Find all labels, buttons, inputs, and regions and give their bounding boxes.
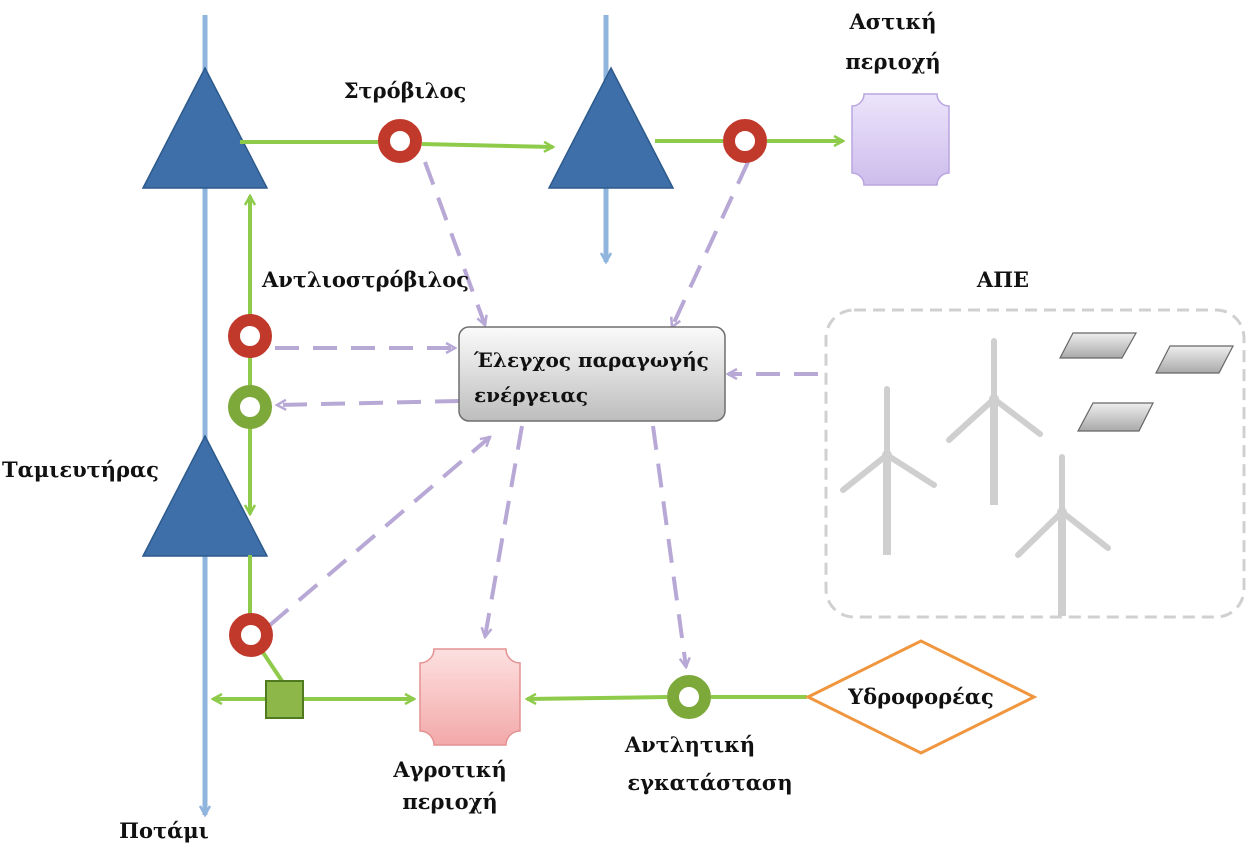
water-flow-lines	[213, 141, 843, 699]
turbine-label: Στρόβιλος	[344, 78, 467, 103]
renewables-frame	[824, 308, 1246, 619]
aquifer-label: Υδροφορέας	[847, 684, 994, 709]
signal-turbine-to-control	[423, 161, 485, 325]
reservoir-upper-left	[141, 66, 269, 189]
turbine-icon	[723, 119, 767, 163]
signal-control-to-pumpstation	[651, 425, 686, 667]
turbine-icon	[229, 613, 273, 657]
signal-turbine2-to-control	[672, 161, 750, 327]
flow-turbine-to-reservoir2	[421, 144, 553, 147]
wind-turbine-icon	[946, 338, 1043, 505]
solar-panel-icon	[1076, 402, 1154, 432]
signal-control-to-pump	[277, 401, 460, 405]
pump-icon	[228, 385, 272, 429]
agricultural-area-label-line2: περιοχή	[402, 789, 497, 814]
aquifer-shape	[804, 639, 1038, 755]
reservoir-lower	[141, 434, 269, 557]
agricultural-area-label-line1: Αγροτική	[392, 757, 506, 782]
wind-turbine-icon	[840, 386, 937, 555]
agricultural-area-shape	[419, 648, 521, 746]
reservoir-upper-right	[547, 66, 675, 189]
signal-control-to-agri	[485, 425, 524, 637]
pump-turbine-label: Αντλιοστρόβιλος	[261, 267, 469, 292]
turbine-icon	[378, 119, 422, 163]
control-box-title-line1: Έλεγχος παραγωγής	[473, 348, 709, 372]
energy-control-box	[458, 326, 726, 422]
wind-turbine-icon	[1015, 454, 1111, 616]
control-signal-lines	[268, 161, 818, 667]
control-box-title-line2: ενέργειας	[474, 383, 588, 407]
river-label: Ποτάμι	[119, 818, 209, 843]
urban-area-shape	[851, 93, 950, 186]
flow-turbine3-to-junction	[260, 649, 286, 686]
urban-area-label-line1: Αστική	[848, 9, 936, 34]
reservoir-label: Ταμιευτήρας	[2, 457, 159, 482]
flow-pump-to-agri	[527, 697, 668, 699]
solar-panel-icon	[1059, 332, 1138, 359]
urban-area-label-line2: περιοχή	[845, 49, 940, 74]
pump-turbine-icon	[228, 314, 272, 358]
solar-panel-icon	[1155, 345, 1234, 374]
pump-station-icon	[667, 675, 711, 719]
signal-turbine3-to-control	[268, 437, 490, 627]
pump-station-label-line1: Αντλητική	[624, 732, 755, 757]
renewables-label: ΑΠΕ	[976, 267, 1029, 292]
flow-junction	[265, 680, 304, 719]
pump-station-label-line2: εγκατάσταση	[627, 770, 792, 795]
